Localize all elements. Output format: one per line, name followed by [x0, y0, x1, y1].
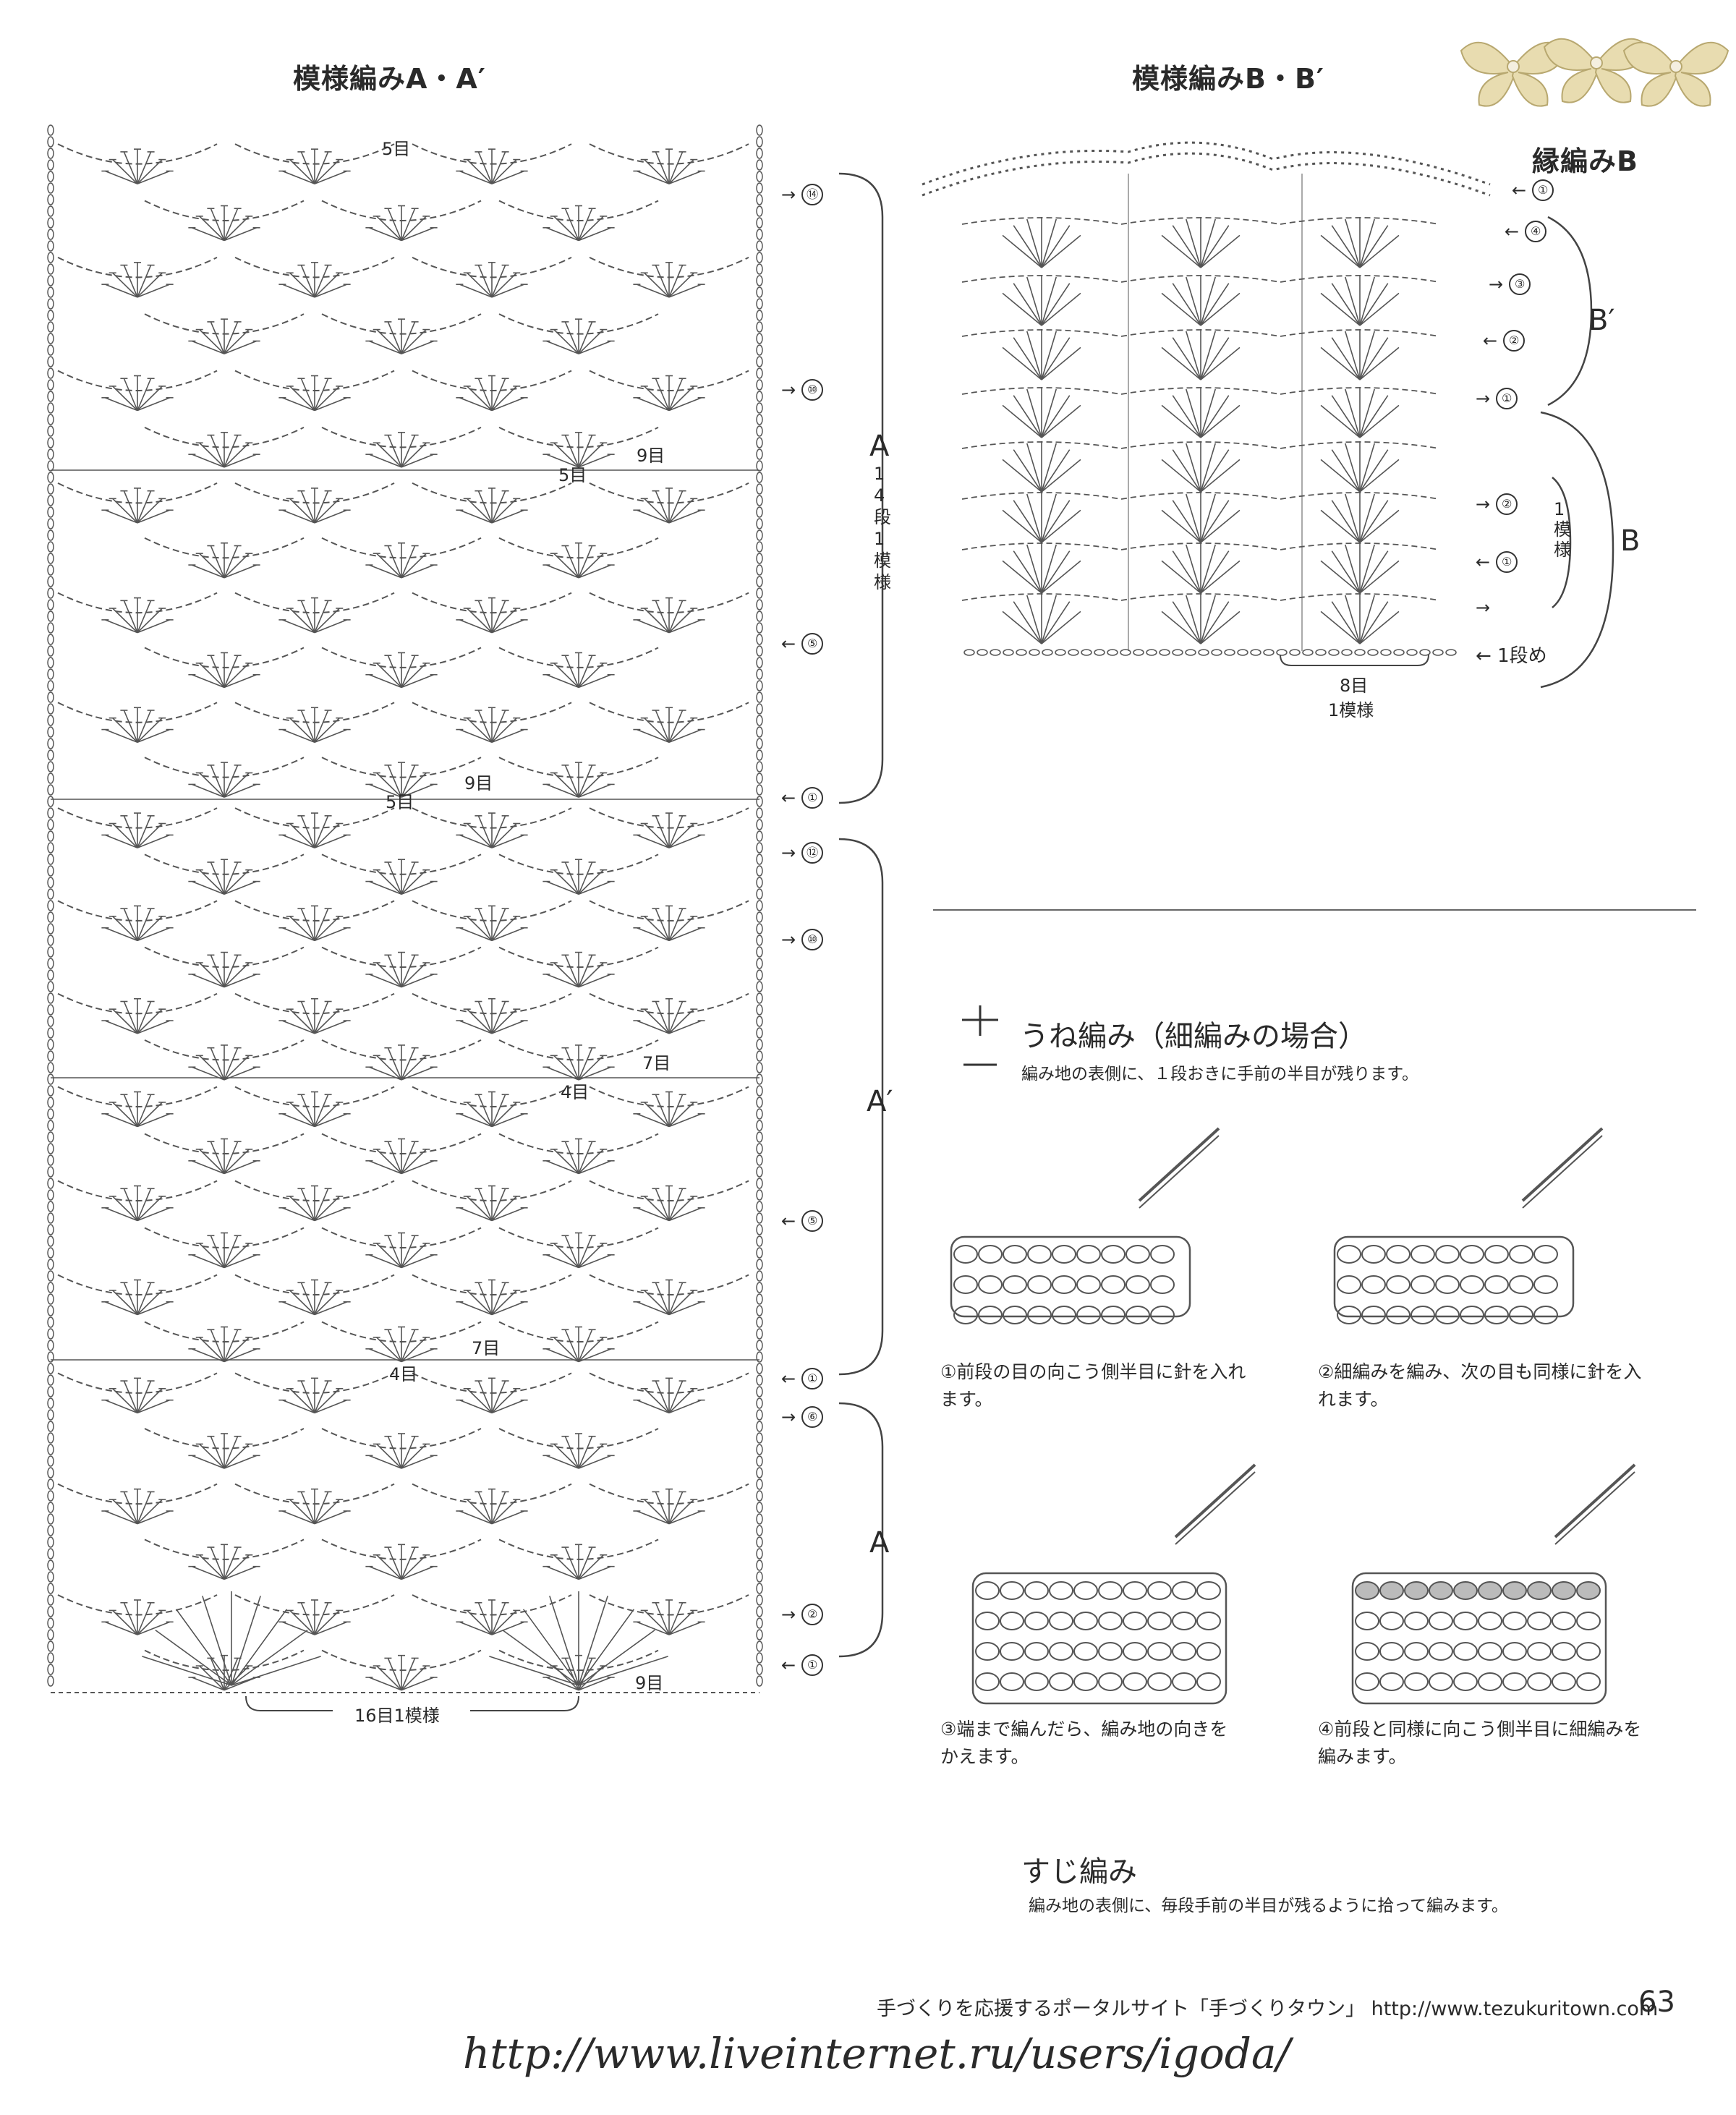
count-label: 9目	[464, 773, 493, 793]
row-marker: ←④	[1505, 221, 1547, 242]
count-label: 7目	[642, 1053, 671, 1073]
illustration-step-1	[950, 1127, 1220, 1324]
edge-label: 縁編みB	[1532, 145, 1638, 177]
chart-b-diagram	[922, 141, 1491, 656]
count-label: 4目	[561, 1082, 590, 1102]
row-marker: ←①	[1476, 551, 1518, 573]
chart-a-diagram	[47, 124, 763, 1693]
row-marker: →	[1476, 597, 1491, 618]
step-caption: ③端まで編んだら、編み地の向きをかえます。	[940, 1719, 1228, 1767]
row-marker: ←①	[781, 1368, 824, 1390]
row-marker: ←⑤	[781, 1210, 824, 1232]
row-marker: →⑥	[781, 1406, 824, 1428]
first-row-label: ← 1段め	[1476, 645, 1547, 667]
row-marker: →⑩	[781, 379, 824, 401]
count-label: 5目	[382, 139, 411, 159]
row-marker: ←①	[781, 787, 824, 809]
row-marker: →②	[1476, 493, 1518, 515]
step-caption: ②細編みを編み、次の目も同様に針を入れます。	[1318, 1361, 1642, 1410]
suji-heading: すじ編み	[1021, 1855, 1137, 1889]
count-label: 9目	[635, 1673, 664, 1693]
count-label: 9目	[637, 446, 665, 466]
row-marker: →①	[1476, 388, 1518, 409]
section-letter-a: A	[869, 430, 890, 463]
butterfly-icon	[1622, 41, 1729, 107]
count-label: 5目	[386, 792, 414, 812]
chart-b-brackets	[1540, 216, 1614, 689]
chart-a-title: 模様編みA・A′	[293, 63, 486, 95]
section-letter-a-prime: A′	[867, 1085, 893, 1118]
repeat-caption: 1模様	[1554, 499, 1571, 560]
row-marker: →⑭	[781, 184, 824, 205]
page-number: 63	[1638, 1986, 1675, 2019]
illustration-step-3	[971, 1463, 1256, 1705]
repeat-label: 1模様	[1328, 700, 1374, 720]
step-caption: ①前段の目の向こう側半目に針を入れます。	[940, 1361, 1246, 1410]
une-heading: うね編み（細編みの場合）	[1020, 1020, 1367, 1053]
section-caption: 14段1模様	[874, 464, 891, 592]
row-marker: ←⑤	[781, 633, 824, 655]
suji-description: 編み地の表側に、毎段手前の半目が残るように拾って編みます。	[1029, 1897, 1508, 1915]
chart-b-title: 模様編みB・B′	[1132, 63, 1324, 95]
single-crochet-symbol-icon	[962, 1005, 998, 1066]
footer-text: 手づくりを応援するポータルサイト「手づくりタウン」 http://www.tez…	[877, 1998, 1659, 2020]
row-marker: →②	[781, 1604, 824, 1625]
step-caption: ④前段と同様に向こう側半目に細編みを編みます。	[1318, 1719, 1642, 1767]
count-label: 5目	[558, 465, 587, 485]
watermark-url: http://www.liveinternet.ru/users/igoda/	[463, 2029, 1291, 2078]
section-letter-b: B	[1620, 524, 1641, 558]
chart-a-brackets	[838, 172, 884, 1658]
row-marker: →⑩	[781, 929, 824, 950]
count-label: 7目	[472, 1338, 501, 1358]
row-marker: ←①	[781, 1654, 824, 1676]
repeat-bracket-a	[245, 1695, 579, 1711]
row-marker: ←②	[1483, 330, 1526, 352]
section-letter-b-prime: B′	[1588, 304, 1615, 337]
row-marker: ←①	[1512, 179, 1554, 201]
count-label: 4目	[389, 1364, 418, 1384]
repeat-bracket-b	[1280, 654, 1429, 666]
row-marker: →⑫	[781, 842, 824, 864]
illustration-step-4	[1351, 1463, 1636, 1705]
section-letter-a: A	[869, 1526, 890, 1559]
count-label: 8目	[1340, 676, 1369, 696]
illustration-step-2	[1333, 1127, 1604, 1324]
repeat-label: 16目1模様	[354, 1706, 440, 1726]
une-description: 編み地の表側に、１段おきに手前の半目が残ります。	[1021, 1065, 1419, 1084]
row-marker: →③	[1489, 273, 1531, 295]
